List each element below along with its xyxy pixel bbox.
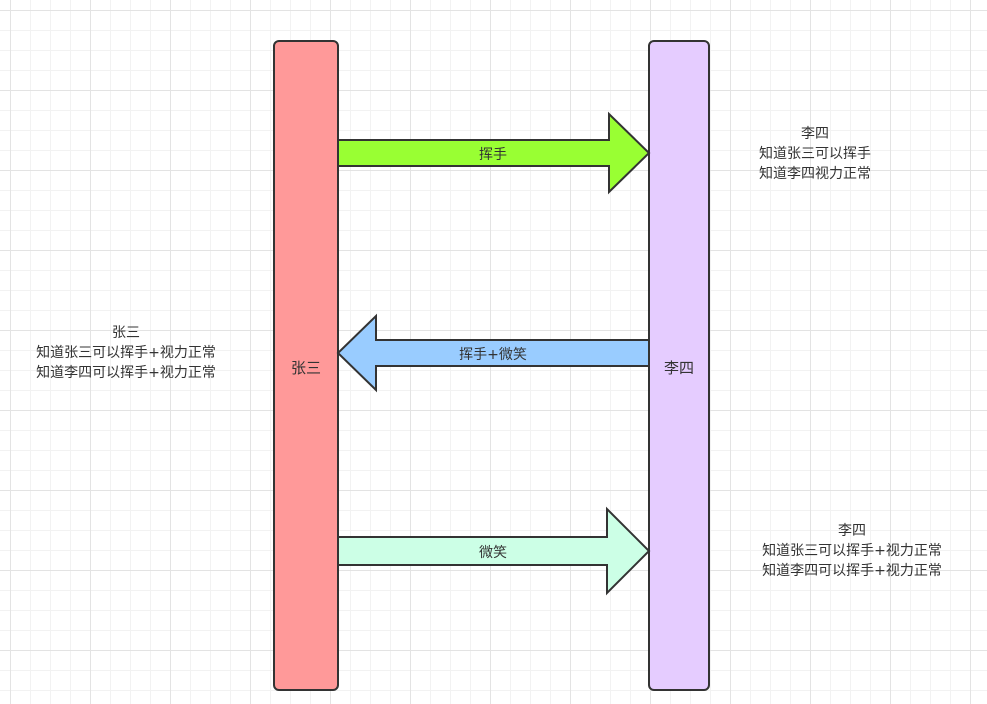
lifeline-lisi-label: 李四 bbox=[664, 359, 694, 377]
note-lisi-top-line1: 李四 bbox=[801, 126, 829, 142]
note-lisi-top-line3: 知道李四视力正常 bbox=[759, 166, 871, 182]
note-zhangsan: 张三 知道张三可以挥手+视力正常 知道李四可以挥手+视力正常 bbox=[14, 323, 238, 383]
arrow-wave-label: 挥手 bbox=[479, 147, 507, 163]
arrow-smile-label: 微笑 bbox=[479, 545, 507, 561]
lifeline-zhangsan-bar bbox=[273, 40, 339, 691]
arrow-wave-smile-label: 挥手+微笑 bbox=[459, 347, 527, 363]
note-lisi-bottom-line1: 李四 bbox=[838, 523, 866, 539]
arrow-wave[interactable]: 挥手 bbox=[337, 111, 651, 195]
lifeline-lisi[interactable]: 李四 bbox=[648, 40, 710, 691]
arrow-wave-shape bbox=[337, 111, 651, 195]
note-zhangsan-line3: 知道李四可以挥手+视力正常 bbox=[36, 365, 216, 381]
note-zhangsan-line2: 知道张三可以挥手+视力正常 bbox=[36, 345, 216, 361]
note-lisi-top: 李四 知道张三可以挥手 知道李四视力正常 bbox=[735, 124, 895, 184]
arrow-smile[interactable]: 微笑 bbox=[337, 506, 651, 596]
note-lisi-bottom-line3: 知道李四可以挥手+视力正常 bbox=[762, 563, 942, 579]
arrow-wave-smile[interactable]: 挥手+微笑 bbox=[336, 313, 650, 393]
lifeline-zhangsan-label: 张三 bbox=[291, 359, 321, 377]
arrow-smile-shape bbox=[337, 506, 651, 596]
note-lisi-bottom: 李四 知道张三可以挥手+视力正常 知道李四可以挥手+视力正常 bbox=[740, 521, 964, 581]
note-zhangsan-line1: 张三 bbox=[112, 325, 140, 341]
note-lisi-bottom-line2: 知道张三可以挥手+视力正常 bbox=[762, 543, 942, 559]
note-lisi-top-line2: 知道张三可以挥手 bbox=[759, 146, 871, 162]
lifeline-zhangsan[interactable]: 张三 bbox=[273, 40, 339, 691]
arrow-wave-smile-shape bbox=[336, 313, 650, 393]
